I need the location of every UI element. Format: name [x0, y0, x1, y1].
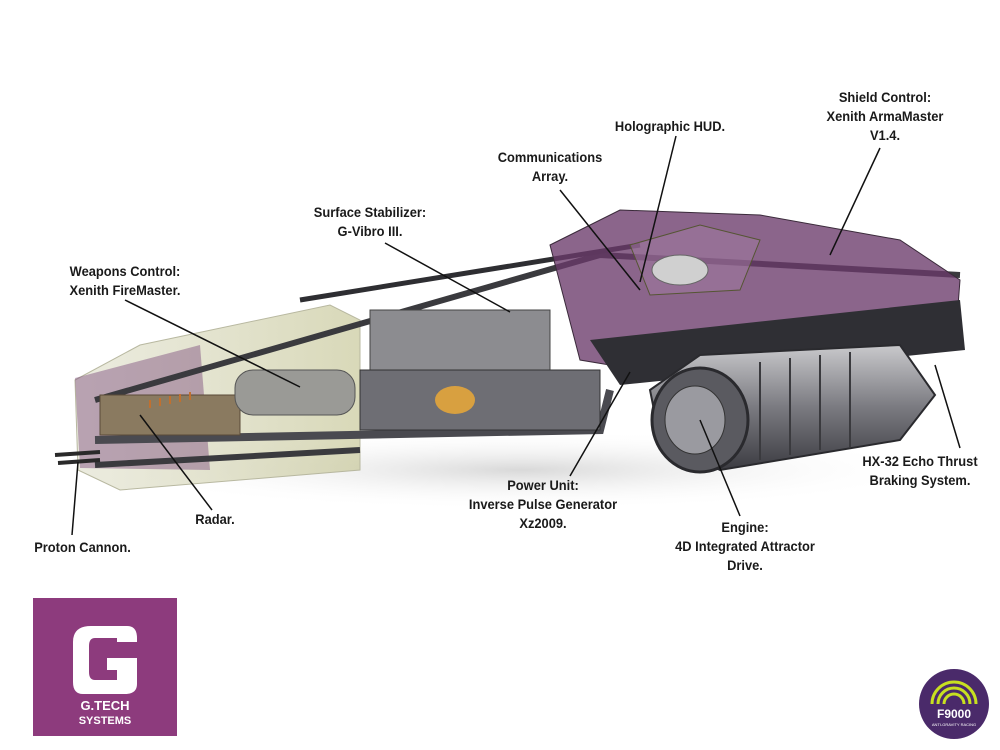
gtech-systems-logo: G.TECH SYSTEMS	[33, 598, 177, 736]
radar-rings	[149, 392, 191, 408]
power-unit-block	[359, 369, 601, 431]
f9000-wordmark: F9000	[937, 707, 971, 721]
leader-stabilizer	[384, 242, 511, 313]
leader-comms	[559, 189, 641, 291]
leader-radar	[139, 414, 213, 511]
label-surface-stabilizer: Surface Stabilizer: G-Vibro III.	[313, 204, 427, 239]
leader-hud	[639, 135, 677, 283]
gtech-g-mark	[73, 626, 137, 694]
hull-dark-underside	[590, 300, 965, 385]
leader-lines	[71, 135, 961, 536]
gtech-systems-text: SYSTEMS	[79, 715, 132, 727]
label-shield-control: Shield Control: Xenith ArmaMaster V1.4.	[826, 89, 944, 143]
label-engine: Engine: 4D Integrated Attractor Drive.	[675, 519, 815, 573]
power-core	[435, 386, 475, 414]
engine-ribs	[759, 352, 851, 460]
f9000-tagline: ANTI-GRAVITY RACING	[932, 722, 976, 727]
label-holographic-hud: Holographic HUD.	[614, 118, 726, 134]
label-communications-array: Communications Array.	[497, 149, 603, 184]
label-braking-system: HX-32 Echo Thrust Braking System.	[862, 453, 978, 488]
leader-engine	[699, 419, 741, 517]
proton-cannon-barrel-2	[57, 458, 101, 465]
engine-intake-inner	[664, 385, 726, 455]
leader-shield	[829, 147, 881, 256]
leader-weapons	[124, 299, 301, 388]
gtech-wordmark: G.TECH	[80, 698, 129, 713]
label-radar: Radar.	[195, 511, 235, 527]
weapons-cylinder	[234, 369, 356, 416]
frame-rail-low	[94, 447, 361, 468]
leader-cannon	[71, 461, 79, 536]
label-proton-cannon: Proton Cannon.	[34, 539, 131, 555]
leader-braking	[934, 364, 961, 449]
label-power-unit: Power Unit: Inverse Pulse Generator Xz20…	[468, 477, 618, 531]
label-weapons-control: Weapons Control: Xenith FireMaster.	[69, 263, 181, 298]
f9000-logo: F9000 ANTI-GRAVITY RACING	[919, 669, 989, 739]
proton-cannon-barrel	[54, 450, 101, 457]
leader-power	[569, 371, 631, 477]
stabilizer-block	[369, 309, 551, 371]
cockpit-hud	[651, 254, 709, 286]
signal-arcs-icon	[930, 680, 978, 705]
